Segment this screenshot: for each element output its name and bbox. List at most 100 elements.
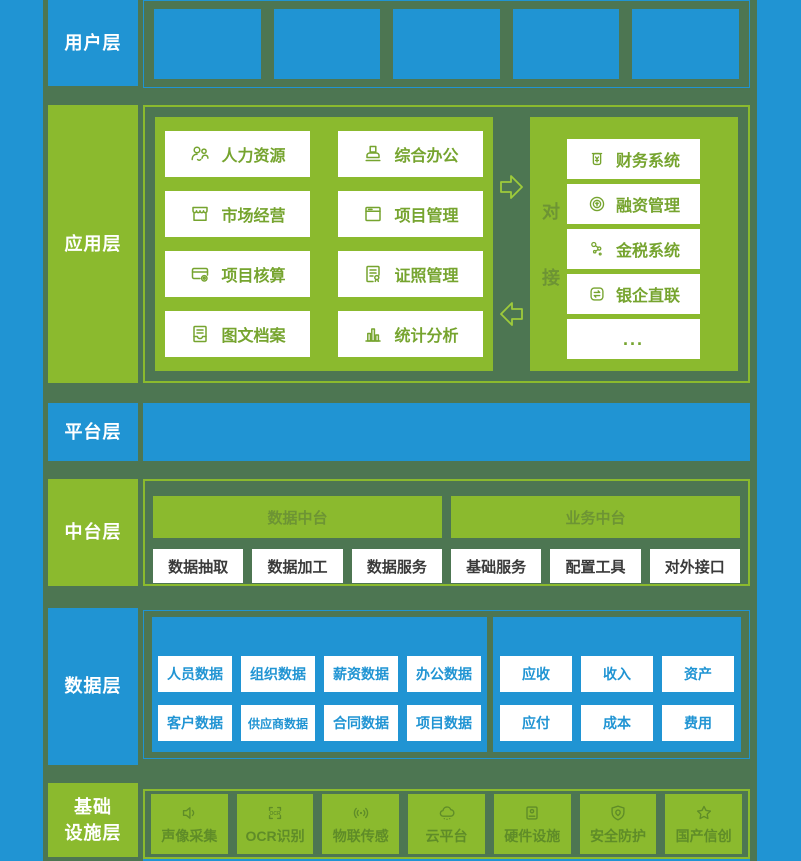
infra-cloud: 云平台 [408, 794, 485, 854]
user-layer-container [143, 0, 750, 88]
infra-audio-capture: 声像采集 [151, 794, 228, 854]
user-box [154, 9, 261, 79]
external-systems-panel: 对 接 财务系统 融资管理 [530, 117, 738, 371]
coin-icon [587, 194, 607, 214]
layer-label-user: 用户层 [48, 0, 138, 86]
hardware-icon [522, 803, 542, 823]
layer-label-text: 平台层 [64, 421, 122, 442]
data-layer-container: 人员数据 组织数据 薪资数据 办公数据 客户数据 供应商数据 合同数据 项目数据… [143, 610, 750, 759]
layer-label-text: 用户层 [64, 32, 122, 53]
external-label: 银企直联 [615, 288, 680, 305]
integration-gutter [493, 117, 530, 371]
infra-hardware: 硬件设施 [493, 794, 571, 854]
user-box [632, 9, 739, 79]
middle-boxes: 数据抽取 数据加工 数据服务 基础服务 配置工具 对外接口 [153, 549, 740, 583]
user-box [273, 9, 381, 79]
cloud-icon [437, 803, 457, 823]
exchange-icon [587, 284, 607, 304]
module-office: 综合办公 [338, 131, 483, 177]
license-icon [362, 263, 384, 285]
user-box [393, 9, 500, 79]
header-business-platform: 业务中台 [451, 496, 740, 538]
data-box: 资产 [662, 656, 734, 692]
module-label: 图文档案 [221, 328, 286, 345]
layer-label-middle: 中台层 [48, 479, 138, 586]
layer-label-text: 中台层 [64, 522, 122, 543]
infra-label: 声像采集 [161, 827, 218, 844]
data-row: 人员数据 组织数据 薪资数据 办公数据 [152, 656, 487, 692]
signal-icon [351, 803, 371, 823]
infra-label: 硬件设施 [504, 827, 561, 844]
data-box: 人员数据 [158, 656, 232, 692]
people-icon [189, 143, 211, 165]
bar-chart-icon [362, 323, 384, 345]
app-layer-container: 人力资源 综合办公 市 [143, 105, 750, 383]
user-box [512, 9, 620, 79]
module-accounting: 项目核算 [165, 251, 310, 297]
mid-box-data-extract: 数据抽取 [153, 549, 244, 583]
infra-label: 国产信创 [675, 827, 732, 844]
mid-box-config-tool: 配置工具 [550, 549, 641, 583]
data-box: 成本 [581, 705, 653, 741]
right-edge-bar [757, 0, 801, 861]
external-finance: 财务系统 [567, 139, 700, 179]
module-label: 统计分析 [394, 328, 459, 345]
middle-headers: 数据中台 业务中台 [153, 496, 740, 538]
ellipsis-label: ... [622, 328, 644, 349]
data-box: 应收 [500, 656, 572, 692]
data-box: 客户数据 [158, 705, 232, 741]
layer-label-platform: 平台层 [48, 403, 138, 461]
module-label: 人力资源 [221, 148, 286, 165]
module-label: 证照管理 [394, 268, 459, 285]
module-stats: 统计分析 [338, 311, 483, 357]
window-icon [362, 203, 384, 225]
infra-ocr: OCR OCR识别 [236, 794, 314, 854]
module-archive: 图文档案 [165, 311, 310, 357]
data-row: 应收 收入 资产 [493, 656, 741, 692]
external-more: ... [567, 319, 700, 359]
layer-label-text: 应用层 [64, 233, 122, 254]
business-data-panel: 人员数据 组织数据 薪资数据 办公数据 客户数据 供应商数据 合同数据 项目数据 [152, 617, 487, 752]
mid-box-base-service: 基础服务 [450, 549, 542, 583]
connector-label: 对 接 [538, 117, 564, 371]
shield-icon [608, 803, 628, 823]
module-label: 项目管理 [394, 208, 459, 225]
infra-label: 云平台 [425, 827, 468, 844]
archive-icon [189, 323, 211, 345]
stamp-icon [362, 143, 384, 165]
module-label: 综合办公 [394, 148, 459, 165]
svg-text:OCR: OCR [270, 811, 282, 817]
storefront-icon [189, 203, 211, 225]
platform-layer-container [143, 403, 750, 461]
data-box: 办公数据 [407, 656, 481, 692]
module-project-mgmt: 项目管理 [338, 191, 483, 237]
mid-box-external-api: 对外接口 [649, 549, 740, 583]
data-box: 应付 [500, 705, 572, 741]
external-tax: 金税系统 [567, 229, 700, 269]
external-label: 财务系统 [615, 153, 680, 170]
middle-layer-container: 数据中台 业务中台 数据抽取 数据加工 数据服务 基础服务 配置工具 对外接口 [143, 479, 750, 586]
module-hr: 人力资源 [165, 131, 310, 177]
infra-layer-container: 声像采集 OCR OCR识别 物联传感 [143, 789, 750, 859]
finance-data-panel: 应收 收入 资产 应付 成本 费用 [493, 617, 741, 752]
speaker-icon [179, 803, 199, 823]
external-bank: 银企直联 [567, 274, 700, 314]
data-box: 供应商数据 [241, 705, 315, 741]
layer-label-text: 基础设施层 [64, 796, 122, 843]
mid-box-data-process: 数据加工 [252, 549, 343, 583]
data-box: 费用 [662, 705, 734, 741]
layer-label-app: 应用层 [48, 105, 138, 383]
external-label: 金税系统 [615, 243, 680, 260]
data-box: 收入 [581, 656, 653, 692]
next-section-edge [143, 859, 750, 861]
money-jar-icon [587, 149, 607, 169]
data-box: 合同数据 [324, 705, 398, 741]
module-label: 项目核算 [221, 268, 286, 285]
ocr-icon: OCR [265, 803, 285, 823]
module-market: 市场经营 [165, 191, 310, 237]
card-gear-icon [189, 263, 211, 285]
molecule-icon [587, 239, 607, 259]
data-box: 薪资数据 [324, 656, 398, 692]
header-data-platform: 数据中台 [153, 496, 442, 538]
